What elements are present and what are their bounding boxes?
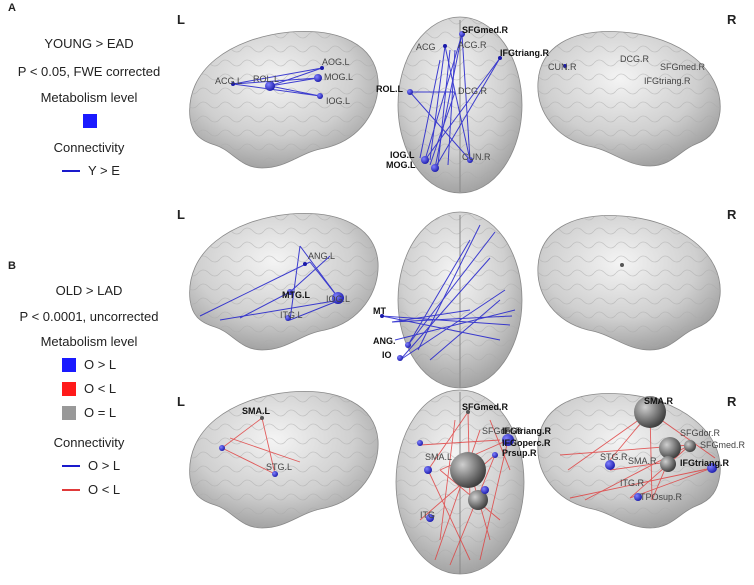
region-label: ITG — [420, 510, 435, 520]
region-label: DCG.R — [458, 86, 488, 96]
region-label: SMA.R — [628, 456, 657, 466]
region-label: MT — [373, 306, 386, 316]
region-label: MOG.L — [324, 72, 353, 82]
region-label: ITG.R — [620, 478, 644, 488]
region-label: MOG.L — [386, 160, 416, 170]
region-label: SFGmed.R — [462, 402, 509, 412]
region-label: STG.L — [266, 462, 292, 472]
region-label: ROL.L — [376, 84, 403, 94]
labels-b1-top: MT ANG. IO — [373, 306, 396, 360]
region-label: SFGmed.R — [660, 62, 706, 72]
region-label: TPOsup.R — [640, 492, 683, 502]
region-label: ANG.L — [308, 251, 335, 261]
region-label: SMA.R — [644, 396, 674, 406]
region-label: CUN.R — [462, 152, 491, 162]
brain-b1-left-lateral — [190, 213, 379, 350]
region-label: IO — [382, 350, 392, 360]
region-label: IFGtriang.R — [644, 76, 691, 86]
region-label: CUN.R — [548, 62, 577, 72]
region-label: ROL.L — [253, 74, 279, 84]
region-label: STG.R — [600, 452, 628, 462]
region-label: MTG.L — [282, 290, 310, 300]
region-label: ACG.R — [458, 40, 487, 50]
region-label: IFGoperc.R — [502, 438, 551, 448]
region-label: SFGdor.R — [680, 428, 721, 438]
region-label: IOG.L — [390, 150, 415, 160]
brain-b2-left-lateral — [190, 391, 379, 528]
region-label: Prsup.R — [502, 448, 537, 458]
region-label: SMA.L — [425, 452, 452, 462]
region-label: DCG.R — [620, 54, 650, 64]
region-label: SMA.L — [242, 406, 271, 416]
region-label: ITG.L — [280, 310, 303, 320]
region-label: IOG.L — [326, 96, 350, 106]
brain-a-right-lateral — [538, 31, 720, 166]
brain-b1-top — [398, 212, 522, 388]
region-label: ACG — [416, 42, 436, 52]
region-label: IFGtriang.R — [502, 426, 551, 436]
region-label: IFGtriang.R — [680, 458, 729, 468]
region-label: IFGtriang.R — [500, 48, 549, 58]
region-label: SFGmed.R — [700, 440, 746, 450]
region-label: AOG.L — [322, 57, 350, 67]
region-label: SFGmed.R — [462, 25, 509, 35]
brain-b1-right-lateral — [538, 215, 720, 350]
region-label: IOG.L — [326, 294, 350, 304]
region-label: ANG. — [373, 336, 396, 346]
region-label: ACG.L — [215, 76, 242, 86]
